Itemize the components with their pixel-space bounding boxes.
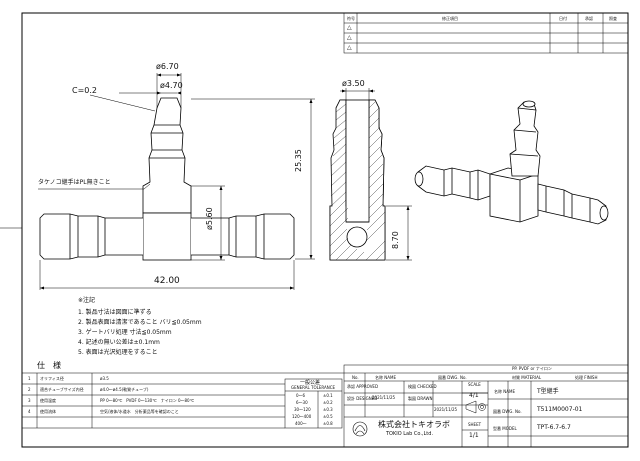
revision-table: [343, 12, 629, 54]
spec-value-4: 空気/液体/水道水 分析薬品等を確認のこと: [100, 409, 179, 414]
note-item-4: 4. 記述の無い公差は±0.1mm: [78, 339, 160, 346]
spec-no-3: 3: [28, 398, 31, 403]
tb-dwg-title: 図番 DWG. No.: [493, 409, 522, 414]
rev-header-mark: 符号: [347, 16, 355, 21]
section-hatching: [329, 101, 386, 261]
dim-height: 25.35: [294, 149, 303, 172]
tb-no-label: No.: [352, 375, 359, 380]
drawing-number: T511M0007-01: [537, 406, 583, 413]
title-block-lines: [343, 364, 629, 448]
dim-width: 42.00: [154, 276, 180, 286]
rev-header-approve: 承認: [585, 16, 593, 21]
spec-value-3: PP 0〜80℃ PVDF 0〜130℃ ナイロン 0〜80℃: [100, 398, 195, 403]
tol-range-5: 400〜: [295, 421, 307, 426]
tolerance-subtitle: GENERAL TOLERANCE: [291, 385, 336, 390]
tb-finish-label: 処理 FINISH: [575, 375, 598, 380]
tb-approved-label: 承認 APPROVED: [347, 384, 379, 389]
spec-item-2: 適合チューブサイズ内径: [40, 387, 84, 392]
tol-range-3: 30〜120: [294, 407, 311, 412]
tol-range-4: 120〜400: [292, 414, 312, 419]
tb-checked-label: 検図 CHECKED: [408, 384, 437, 389]
rev-header-check: 照査: [609, 16, 617, 21]
spec-item-3: 使用温度: [40, 398, 56, 403]
tb-drawn-label: 製図 DRAWN: [408, 396, 433, 401]
rev-header-date: 日付: [559, 16, 567, 21]
product-name: T型継手: [537, 388, 559, 395]
spec-item-4: 使用流体: [40, 409, 56, 414]
tb-name-label: 名称 NAME: [375, 375, 396, 380]
tb-material-label: 材質 MATERIAL: [512, 375, 542, 380]
tb-model-title: 型番 MODEL: [493, 426, 517, 431]
tb-date-1: 2021/11/25: [372, 395, 396, 400]
dim-chamfer: C=0.2: [72, 86, 98, 95]
note-item-3: 3. ゲートバリ処理 寸法≦0.05mm: [78, 329, 172, 336]
tol-value-3: ±0.3: [323, 407, 333, 412]
company-name-en: TOKIO Lab Co.,Ltd.: [386, 431, 434, 437]
rev-row-2: △: [347, 34, 352, 41]
rev-row-3: △: [347, 44, 352, 51]
note-item-2: 2. 製品表面は清潔であること バリ≦0.05mm: [78, 319, 202, 326]
tolerance-title: 一般公差: [300, 380, 321, 386]
barb-note: タケノコ継手はPL無きこと: [38, 179, 111, 186]
tol-value-2: ±0.2: [323, 400, 333, 405]
rev-header-item: 修正項目: [442, 16, 458, 21]
spec-item-1: オリフィス径: [40, 376, 64, 381]
dim-section-diameter: ø3.50: [342, 79, 365, 88]
frame-border: [21, 12, 629, 448]
spec-title: 仕 様: [37, 361, 61, 370]
spec-no-4: 4: [28, 409, 31, 414]
tb-scale-label: SCALE: [468, 382, 481, 387]
tolerance-table-lines: [284, 378, 343, 429]
tb-scale-value: 4/1: [469, 392, 479, 399]
front-arrowheads: [40, 73, 313, 290]
spec-no-2: 2: [28, 387, 31, 392]
tb-designed-label: 設計 DESIGNED: [347, 396, 378, 401]
company-name: 株式会社トキオラボ: [378, 420, 450, 429]
isometric-view: [414, 100, 609, 225]
tol-range-1: 0〜6: [296, 393, 306, 398]
tol-value-4: ±0.5: [323, 414, 333, 419]
tol-value-1: ±0.1: [323, 393, 333, 398]
tol-range-2: 6〜30: [296, 400, 308, 405]
note-item-5: 5. 表面は光沢処理をすること: [78, 349, 158, 356]
note-item-1: 1. 製品寸法は図面に準ずる: [78, 309, 152, 316]
dim-body-diameter: ø5.60: [205, 207, 214, 230]
tol-value-5: ±0.8: [323, 421, 333, 426]
projection-symbol: [465, 400, 486, 414]
tb-sheet-label: SHEET: [468, 422, 482, 427]
model-number: TPT-6.7-6.7: [537, 424, 571, 431]
material-value: PP. PVDF or ナイロン: [512, 366, 552, 371]
section-view: [329, 99, 386, 261]
dim-inner-diameter: ø4.70: [160, 81, 183, 90]
spec-value-1: ø3.5: [100, 376, 109, 381]
spec-no-1: 1: [28, 376, 31, 381]
spec-table-lines: [22, 372, 344, 429]
rev-row-1: △: [347, 24, 352, 31]
company-logo-icon: [352, 421, 368, 437]
notes-title: ※注記: [78, 297, 96, 304]
tb-name-title: 名称 NAME: [494, 389, 515, 394]
tb-date-2: 2021/11/25: [434, 407, 458, 412]
dim-top-diameter: ø6.70: [156, 62, 179, 71]
spec-value-2: ø4.0〜ø4.5(軟質チューブ): [100, 387, 149, 392]
section-arrowheads: [342, 89, 410, 260]
tb-dwg-label: 図番 DWG. No.: [438, 375, 467, 380]
dim-body-height: 8.70: [391, 231, 400, 249]
tb-sheet-value: 1/1: [469, 432, 479, 439]
